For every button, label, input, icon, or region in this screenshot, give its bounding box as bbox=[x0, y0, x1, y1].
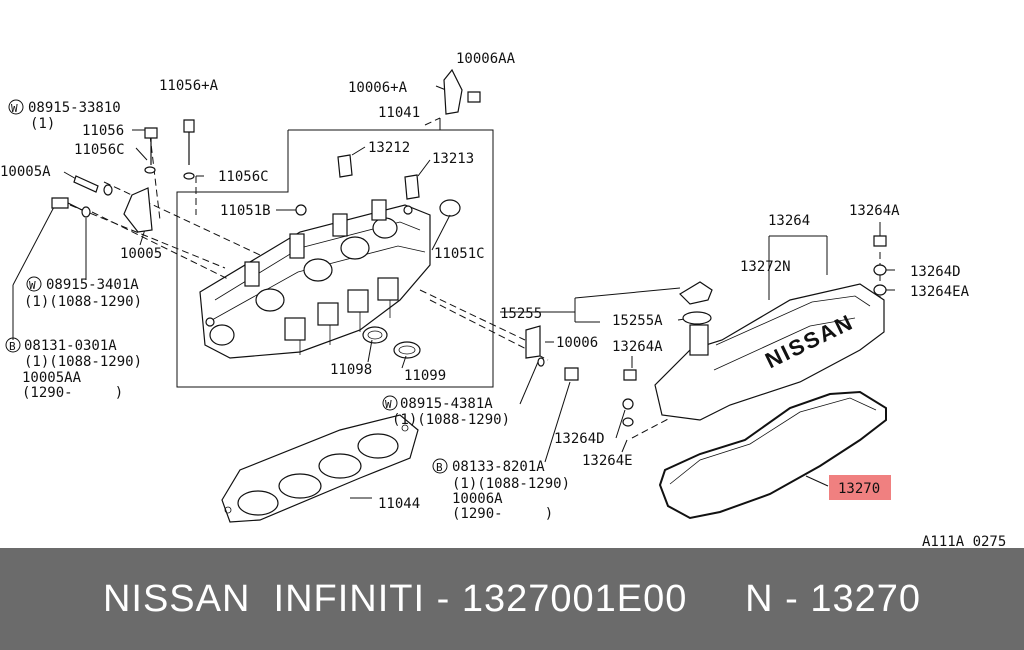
callout-08133-8201A-qty: (1)(1088-1290) bbox=[452, 476, 570, 492]
callout-08915-33810-qty: (1) bbox=[30, 116, 55, 132]
callout-11041: 11041 bbox=[378, 105, 420, 121]
parts-diagram: NISSAN W W B W B 10006AA 10006+A 11056+A… bbox=[0, 51, 1006, 548]
callout-08133-8201A: 08133-8201A bbox=[452, 459, 545, 475]
callout-08915-3401A: 08915-3401A bbox=[46, 277, 139, 293]
callout-13212: 13212 bbox=[368, 140, 410, 156]
cylinder-head-drawing bbox=[199, 154, 461, 359]
callout-11056C-a: 11056C bbox=[74, 142, 125, 158]
valve-cover-gasket bbox=[658, 390, 887, 520]
callout-11056C-b: 11056C bbox=[218, 169, 269, 185]
callout-08915-4381A: 08915-4381A bbox=[400, 396, 493, 412]
callout-08915-3401A-qty: (1)(1088-1290) bbox=[24, 294, 142, 310]
callout-13272N: 13272N bbox=[740, 259, 791, 275]
callout-10005A: 10005A bbox=[0, 164, 51, 180]
callout-08131-0301A-qty: (1)(1088-1290) bbox=[24, 354, 142, 370]
callout-11044: 11044 bbox=[378, 496, 420, 512]
reference-code: A111A 0275 bbox=[922, 534, 1006, 548]
callout-13264EA: 13264EA bbox=[910, 284, 970, 300]
callout-13264D-bot: 13264D bbox=[554, 431, 605, 447]
callout-11099: 11099 bbox=[404, 368, 446, 384]
bolt-badge-2: B bbox=[436, 461, 443, 474]
washer-badge-2: W bbox=[29, 279, 36, 292]
cylinder-head-frame bbox=[176, 129, 494, 388]
callout-13213: 13213 bbox=[432, 151, 474, 167]
callout-10006A: 10006A bbox=[452, 491, 503, 507]
callout-labels: 10006AA 10006+A 11056+A 08915-33810 (1) … bbox=[0, 51, 1006, 548]
bolt-badge-1: B bbox=[9, 340, 16, 353]
callout-10006A-plus: 10006+A bbox=[348, 80, 408, 96]
callout-11098: 11098 bbox=[330, 362, 372, 378]
callout-10005: 10005 bbox=[120, 246, 162, 262]
callout-11051B: 11051B bbox=[220, 203, 271, 219]
callout-13264D-top: 13264D bbox=[910, 264, 961, 280]
callout-15255A: 15255A bbox=[612, 313, 663, 329]
callout-10005AA-range: (1290- ) bbox=[22, 385, 123, 401]
callout-10006: 10006 bbox=[556, 335, 598, 351]
callout-10006A-range: (1290- ) bbox=[452, 506, 553, 522]
highlight-box bbox=[829, 475, 891, 500]
footer-banner: NISSAN INFINITI - 1327001E00 N - 13270 bbox=[0, 548, 1024, 650]
callout-08131-0301A: 08131-0301A bbox=[24, 338, 117, 354]
callout-10005AA: 10005AA bbox=[22, 370, 82, 386]
part-number-caption: NISSAN INFINITI - 1327001E00 N - 13270 bbox=[102, 577, 922, 620]
callout-11056A-plus: 11056+A bbox=[159, 78, 219, 94]
washer-badge-3: W bbox=[385, 398, 392, 411]
callout-08915-33810: 08915-33810 bbox=[28, 100, 121, 116]
head-gasket bbox=[221, 414, 419, 523]
callout-08915-4381A-qty: (1)(1088-1290) bbox=[392, 412, 510, 428]
washer-badge-1: W bbox=[11, 102, 18, 115]
callout-13264E: 13264E bbox=[582, 453, 633, 469]
callout-15255: 15255 bbox=[500, 306, 542, 322]
callout-13264: 13264 bbox=[768, 213, 810, 229]
leader-lines bbox=[12, 85, 895, 499]
badges: W W B W B bbox=[5, 99, 448, 474]
callout-13264A-top: 13264A bbox=[849, 203, 900, 219]
hardware-parts bbox=[51, 68, 579, 381]
callout-13264A-mid: 13264A bbox=[612, 339, 663, 355]
callout-13270: 13270 bbox=[838, 481, 880, 497]
callout-10006AA: 10006AA bbox=[456, 51, 516, 67]
callout-11051C: 11051C bbox=[434, 246, 485, 262]
callout-11056: 11056 bbox=[82, 123, 124, 139]
